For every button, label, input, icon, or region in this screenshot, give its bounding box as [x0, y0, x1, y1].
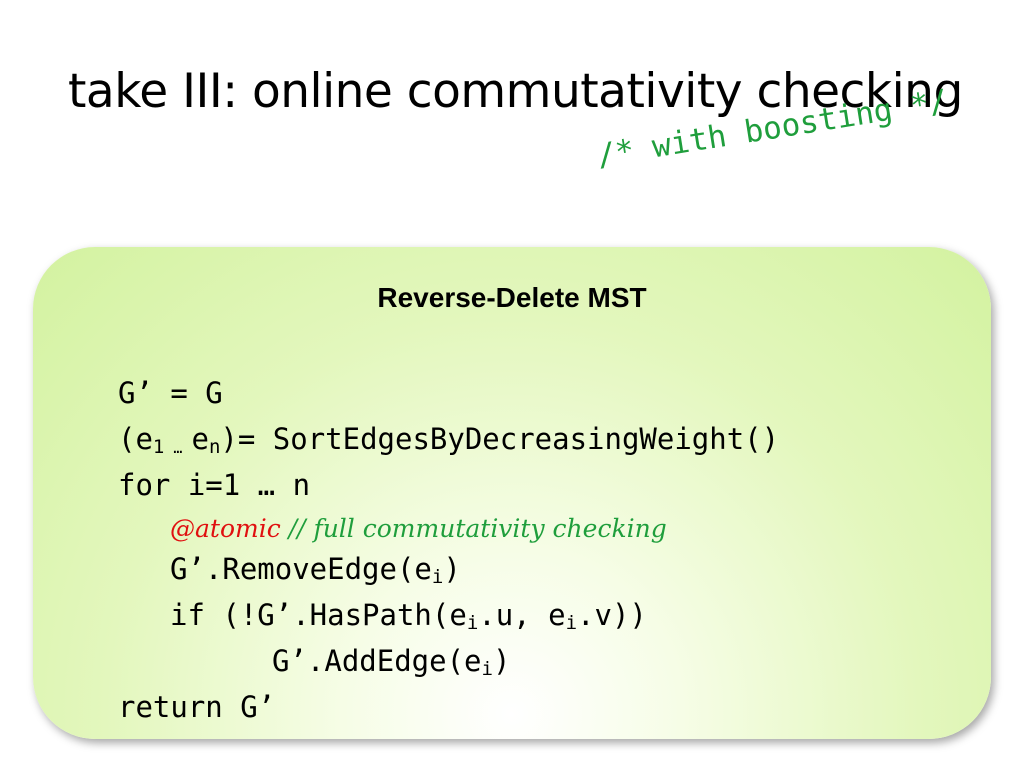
- code-text: ): [443, 552, 461, 586]
- code-line-1: G’ = G: [118, 376, 223, 410]
- code-line-2: (e1 … en)= SortEdgesByDecreasingWeight(): [118, 416, 779, 462]
- subscript: i: [466, 612, 479, 634]
- inline-comment: // full commutativity checking: [280, 514, 667, 543]
- code-line-6: if (!G’.HasPath(ei.u, ei.v)): [118, 592, 779, 638]
- subscript: i: [481, 658, 493, 680]
- code-text: .v)): [577, 598, 647, 632]
- code-text: )= SortEdgesByDecreasingWeight(): [220, 422, 780, 456]
- code-line-3: for i=1 … n: [118, 468, 311, 502]
- code-text: .u, e: [478, 598, 566, 632]
- code-text: (e: [118, 422, 153, 456]
- code-line-7: G’.AddEdge(ei): [118, 638, 779, 684]
- code-line-4: @atomic // full commutativity checking: [118, 508, 779, 546]
- code-line-8: return G’: [118, 690, 276, 724]
- subscript: i: [565, 612, 578, 634]
- code-text: e: [191, 422, 209, 456]
- slide-title: take III: online commutativity checking: [68, 64, 963, 119]
- code-text: G’.AddEdge(e: [272, 644, 482, 678]
- algorithm-box: [33, 247, 991, 739]
- code-text: ): [492, 644, 511, 678]
- atomic-annotation: @atomic: [170, 514, 281, 543]
- subscript: n: [208, 436, 221, 458]
- subscript: i: [431, 566, 444, 588]
- code-block: G’ = G (e1 … en)= SortEdgesByDecreasingW…: [118, 370, 779, 730]
- algorithm-title: Reverse-Delete MST: [377, 282, 647, 313]
- code-line-5: G’.RemoveEdge(ei): [118, 546, 779, 592]
- ellipsis: …: [164, 439, 192, 457]
- code-text: if (!G’.HasPath(e: [170, 598, 467, 632]
- subscript: 1: [152, 436, 165, 458]
- code-text: G’.RemoveEdge(e: [170, 552, 432, 586]
